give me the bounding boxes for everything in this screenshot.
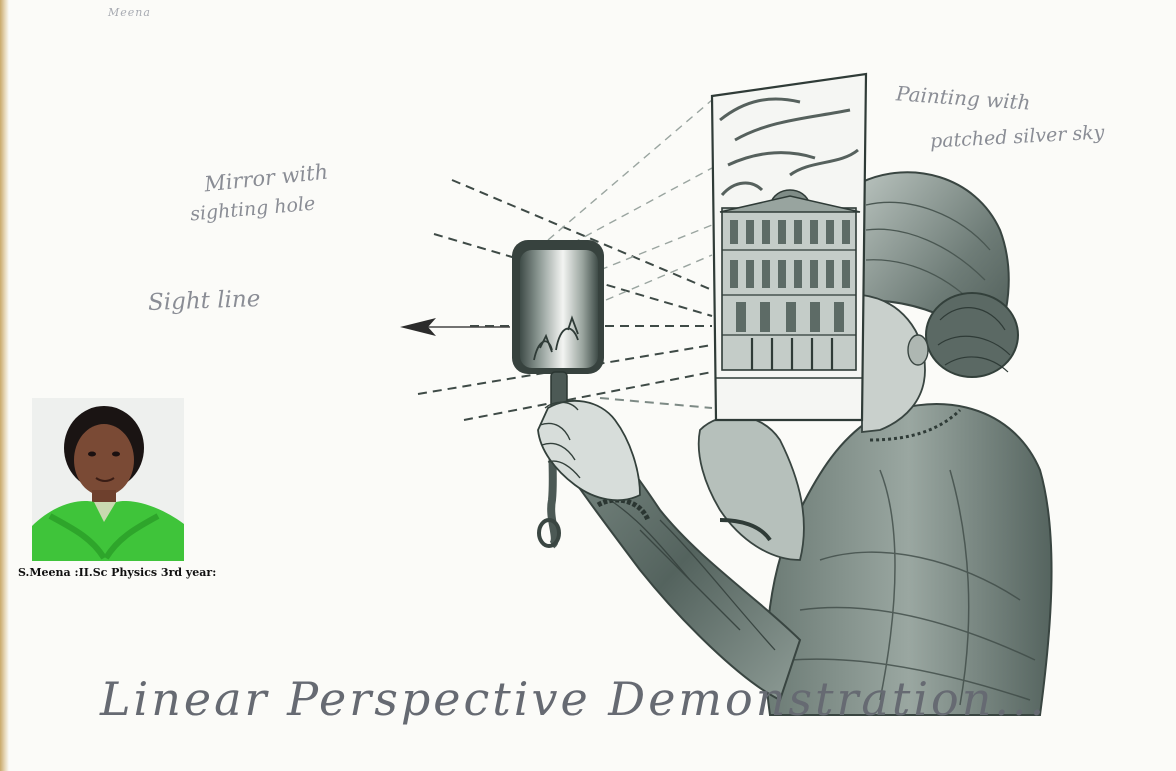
- painting-panel: [712, 74, 866, 420]
- corner-note: Meena: [108, 6, 151, 19]
- sight-line-label: Sight line: [148, 286, 261, 316]
- student-portrait-image: [32, 398, 184, 561]
- photo-caption: S.Meena :II.Sc Physics 3rd year:: [18, 566, 216, 579]
- sight-arrow: [400, 318, 510, 336]
- drawing-title: Linear Perspective Demonstration...: [100, 672, 1047, 726]
- student-photo: [32, 398, 184, 561]
